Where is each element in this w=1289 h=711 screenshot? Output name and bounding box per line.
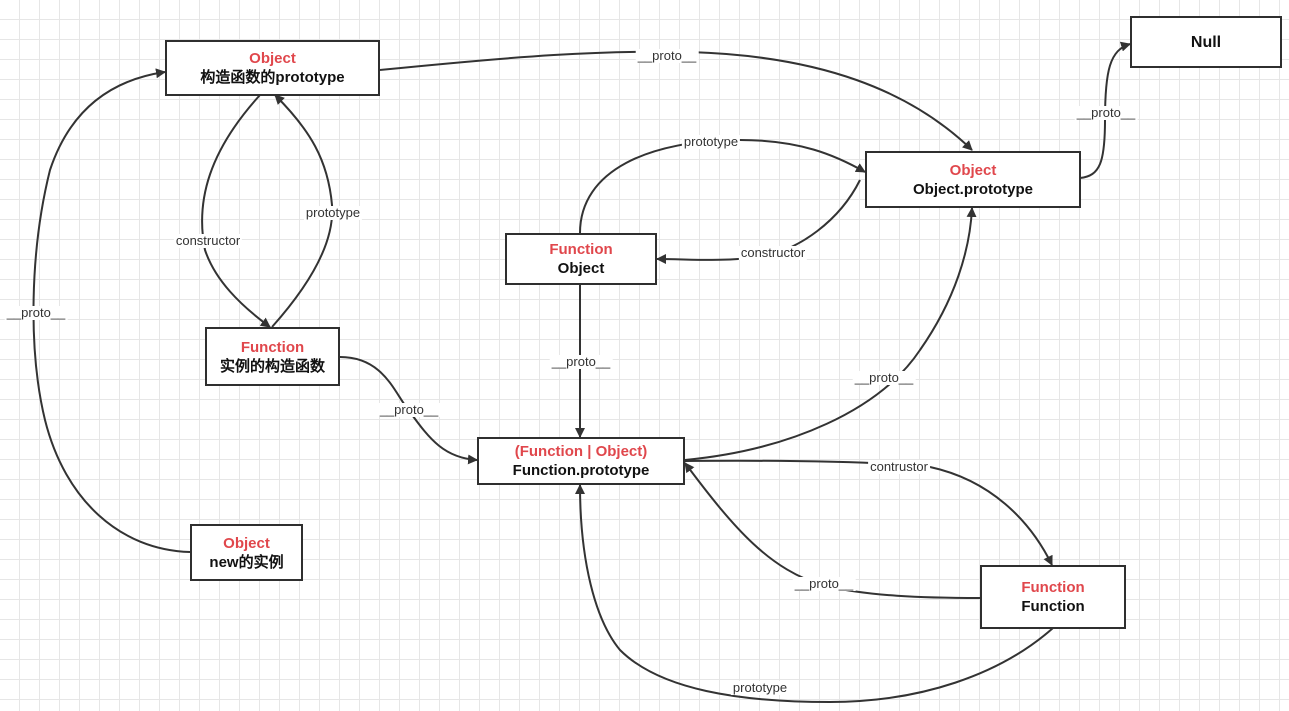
edge-label-ctor-prototype-to-instance-ctor: constructor [173, 233, 243, 248]
edge-label-instance-ctor-to-ctor-prototype: prototype [303, 205, 363, 220]
edge-function-function-to-function-prototype-prototype [575, 484, 1054, 704]
edge-label-new-instance-to-ctor-prototype: __proto__ [4, 305, 68, 320]
node-function-prototype: (Function | Object) Function.prototype [477, 437, 685, 485]
node-function-function: Function Function [980, 565, 1126, 629]
node-new-instance: Object new的实例 [190, 524, 303, 581]
node-function-function-type: Function [1021, 579, 1085, 596]
node-object-prototype-name: Object.prototype [912, 180, 1033, 198]
node-ctor-prototype-type: Object [249, 50, 296, 67]
node-new-instance-name: new的实例 [209, 553, 284, 571]
node-instance-ctor: Function 实例的构造函数 [205, 327, 340, 386]
edge-new-instance-to-ctor-prototype [32, 68, 191, 553]
edge-label-function-prototype-to-function-function: contrustor [868, 459, 930, 474]
edge-label-function-object-to-object-prototype: prototype [681, 134, 741, 149]
edge-function-prototype-to-object-prototype [684, 207, 977, 461]
edge-ctor-prototype-to-instance-ctor [201, 94, 271, 328]
node-object-prototype: Object Object.prototype [865, 151, 1081, 208]
edge-ctor-prototype-to-object-prototype [379, 50, 973, 151]
node-ctor-prototype: Object 构造函数的prototype [165, 40, 380, 96]
edge-function-prototype-to-function-function [684, 459, 1053, 566]
edge-label-function-function-to-function-prototype-proto: __proto__ [792, 576, 856, 591]
node-ctor-prototype-name: 构造函数的prototype [200, 69, 345, 86]
node-function-prototype-name: Function.prototype [512, 462, 650, 479]
edge-label-ctor-prototype-to-object-prototype: __proto__ [635, 48, 699, 63]
edge-label-function-function-to-function-prototype-prototype: prototype [730, 680, 790, 695]
edge-label-object-prototype-to-null: __proto__ [1074, 105, 1138, 120]
edge-label-function-prototype-to-object-prototype: __proto__ [852, 370, 916, 385]
node-instance-ctor-name: 实例的构造函数 [219, 357, 325, 375]
node-function-prototype-type: (Function | Object) [514, 443, 648, 460]
node-object-prototype-type: Object [949, 161, 997, 179]
node-function-function-name: Function [1021, 598, 1085, 615]
node-function-object-name: Object [557, 260, 605, 277]
node-null: Null [1130, 16, 1282, 68]
node-function-object-type: Function [549, 241, 613, 258]
node-new-instance-type: Object [223, 534, 270, 552]
edge-label-function-object-to-function-prototype: __proto__ [549, 354, 613, 369]
edge-label-object-prototype-to-function-object: constructor [738, 245, 808, 260]
edge-label-instance-ctor-to-function-prototype: __proto__ [377, 402, 441, 417]
node-null-name: Null [1190, 33, 1222, 51]
edge-instance-ctor-to-ctor-prototype [271, 94, 334, 328]
node-instance-ctor-type: Function [240, 338, 305, 356]
edge-function-object-to-object-prototype [579, 138, 866, 234]
node-function-object: Function Object [505, 233, 657, 285]
